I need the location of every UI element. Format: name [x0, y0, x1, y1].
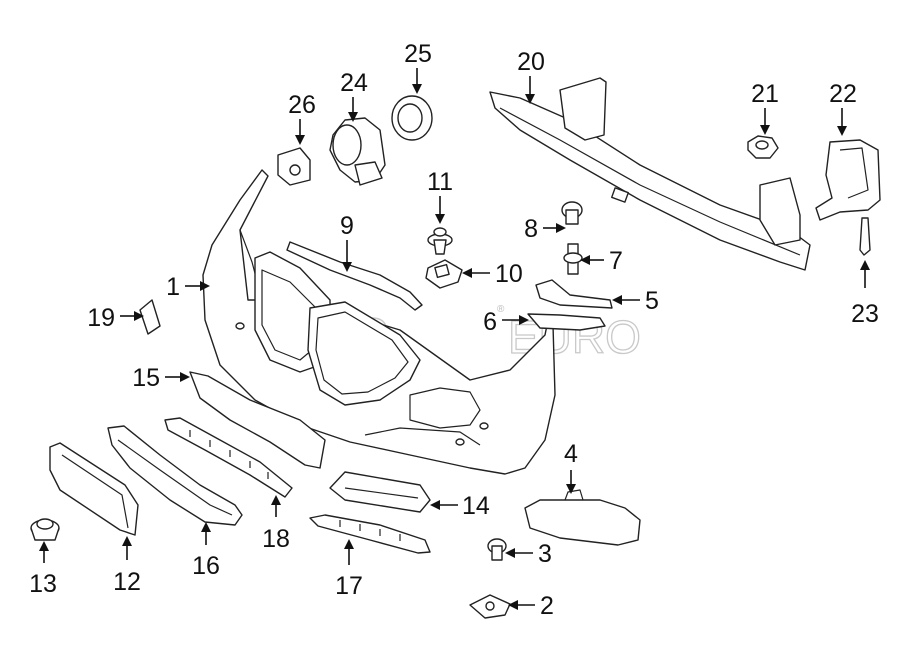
part-11-clip — [427, 227, 453, 255]
callout-1: 1 — [166, 273, 180, 301]
part-13-plug — [30, 518, 60, 541]
callout-labels: 1 2 3 4 5 6 7 8 9 10 11 12 13 14 15 16 1… — [29, 40, 879, 620]
part-23-pin — [859, 217, 871, 256]
leader-lines — [39, 68, 870, 610]
part-7-stud — [563, 243, 583, 275]
callout-7: 7 — [609, 247, 623, 275]
callout-22: 22 — [829, 80, 857, 108]
callout-9: 9 — [340, 212, 354, 240]
callout-15: 15 — [132, 364, 160, 392]
callout-23: 23 — [851, 300, 879, 328]
part-5-bracket — [535, 279, 613, 309]
callout-5: 5 — [645, 287, 659, 315]
callout-8: 8 — [524, 215, 538, 243]
callout-4: 4 — [564, 440, 578, 468]
callout-10: 10 — [495, 260, 523, 288]
part-19-plate — [139, 299, 161, 335]
callout-6: 6 — [483, 308, 497, 336]
part-18-strip — [164, 417, 293, 498]
callout-13: 13 — [29, 570, 57, 598]
callout-21: 21 — [751, 80, 779, 108]
part-4-fog-light — [524, 489, 641, 546]
part-3-bolt — [487, 538, 507, 561]
part-22-bracket — [815, 139, 881, 221]
watermark-registered-mark: ® — [497, 304, 505, 315]
part-20-reinforcement — [489, 77, 811, 271]
part-14-panel — [329, 471, 431, 513]
callout-26: 26 — [288, 91, 316, 119]
part-25-ring — [391, 95, 433, 141]
part-17-strip — [309, 514, 431, 554]
callout-11: 11 — [427, 168, 453, 196]
callout-2: 2 — [540, 592, 554, 620]
part-15-grille — [189, 371, 326, 469]
callout-20: 20 — [517, 48, 545, 76]
callout-16: 16 — [192, 552, 220, 580]
part-12-panel — [49, 442, 139, 536]
part-21-nut — [747, 135, 779, 159]
part-6-bracket — [527, 313, 606, 331]
callout-12: 12 — [113, 568, 141, 596]
callout-24: 24 — [340, 69, 368, 97]
part-10-clip-nut — [425, 259, 463, 289]
callout-14: 14 — [462, 492, 490, 520]
part-9-trim-strip — [286, 241, 423, 311]
part-24-housing — [329, 117, 386, 186]
part-8-bolt — [561, 201, 583, 225]
callout-19: 19 — [87, 304, 115, 332]
callout-18: 18 — [262, 525, 290, 553]
part-26-bracket — [277, 147, 311, 186]
part-2-clip-nut — [469, 594, 511, 619]
callout-25: 25 — [404, 40, 432, 68]
part-kidney-grille — [254, 251, 421, 406]
callout-3: 3 — [538, 540, 552, 568]
callout-17: 17 — [335, 572, 363, 600]
part-16-grille — [107, 425, 243, 526]
